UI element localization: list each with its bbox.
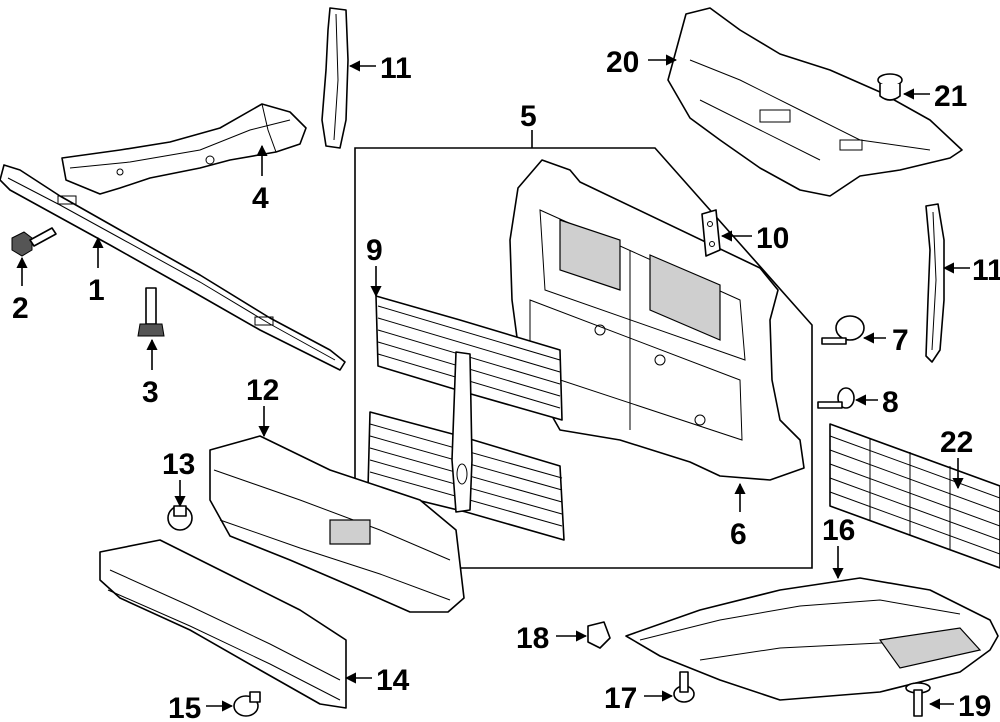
callout-21: 21 [934,80,967,113]
callout-9: 9 [366,234,383,267]
part-4-upper-bracket[interactable] [61,103,307,195]
callout-3: 3 [142,376,159,409]
part-21-push-pin[interactable] [877,73,903,101]
part-11-side-seal-right[interactable] [925,203,945,363]
leader-lines [16,54,970,712]
part-22-lower-grille[interactable] [829,423,1000,569]
callout-15: 15 [168,692,201,722]
part-1-support-bar[interactable] [0,164,346,371]
callout-11-upper: 11 [380,52,412,85]
callout-7: 7 [892,324,909,357]
part-8-bolt[interactable] [817,387,855,409]
callout-10: 10 [756,222,789,255]
callout-18: 18 [516,622,549,655]
callout-17: 17 [604,682,637,715]
callout-1: 1 [88,274,105,307]
callout-12: 12 [246,374,279,407]
callout-19: 19 [958,690,991,722]
callout-labels: 1 2 3 4 5 6 7 8 9 10 11 11 12 13 14 15 1… [12,46,1000,722]
part-16-splash-shield[interactable] [625,577,999,701]
callout-5: 5 [520,100,537,133]
part-9-grille-shutter[interactable] [367,295,565,541]
part-17-bolt[interactable] [673,671,695,703]
part-15-clip[interactable] [233,691,261,717]
callout-14: 14 [376,664,410,697]
part-3-bolt[interactable] [137,287,165,337]
callout-11-right: 11 [972,254,1000,287]
callout-8: 8 [882,386,899,419]
callout-16: 16 [822,514,855,547]
part-10-bracket[interactable] [701,209,721,257]
callout-2: 2 [12,292,29,325]
part-2-bolt[interactable] [11,227,57,257]
part-11-side-seal-upper[interactable] [321,7,349,149]
callout-13: 13 [162,448,195,481]
part-7-fastener[interactable] [821,315,865,345]
part-14-lower-deflector[interactable] [99,539,347,709]
part-19-pin[interactable] [905,682,931,717]
callout-22: 22 [940,426,973,459]
part-5-radiator-support[interactable] [509,159,805,481]
part-13-push-pin[interactable] [167,505,193,531]
callout-4: 4 [252,182,269,215]
callout-20: 20 [606,46,639,79]
part-18-clip[interactable] [587,621,611,649]
part-20-top-cover[interactable] [667,7,963,197]
part-12-air-deflector[interactable] [209,435,465,613]
callout-6: 6 [730,518,747,551]
